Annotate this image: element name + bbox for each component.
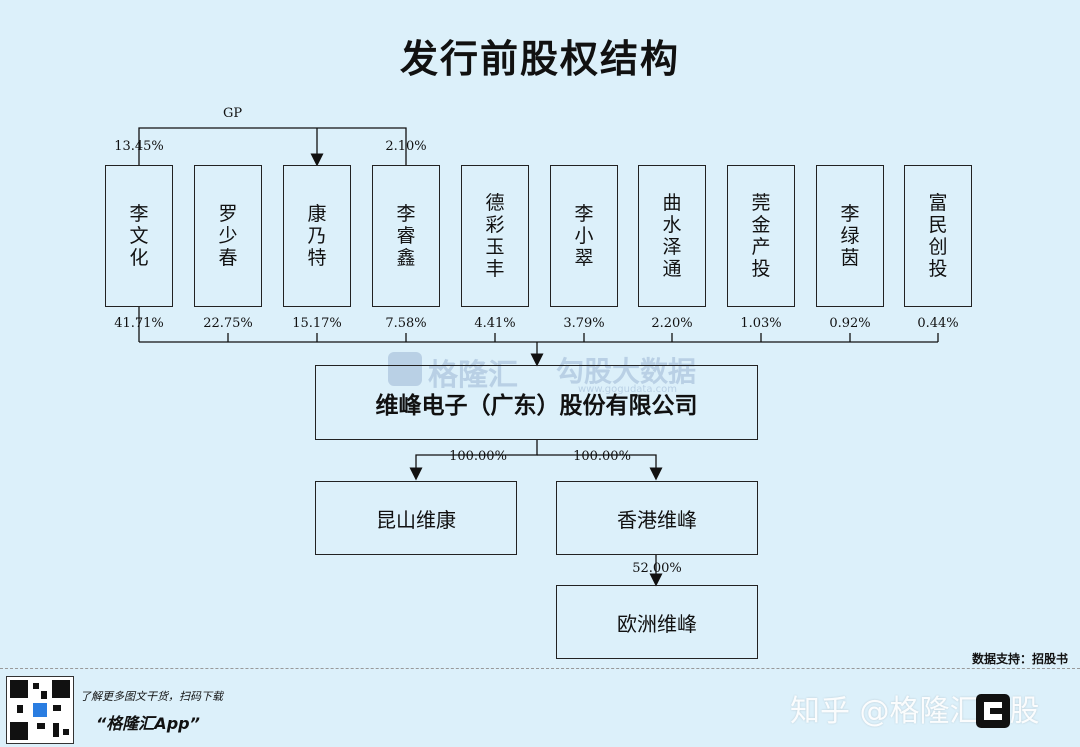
shareholder-name: 曲水泽通 xyxy=(662,192,682,280)
watermark-url: www.gogudata.com xyxy=(578,384,678,395)
shareholder-name: 莞金产投 xyxy=(751,192,771,280)
shareholder-name: 罗少春 xyxy=(218,203,238,269)
subsidiary-name: 昆山维康 xyxy=(376,507,456,532)
shareholder-percent: 7.58% xyxy=(385,316,427,331)
brand-logo-icon xyxy=(976,694,1010,728)
shareholder-percent: 4.41% xyxy=(474,316,516,331)
gp-label: GP xyxy=(223,106,243,121)
shareholder-box: 罗少春 xyxy=(194,165,262,307)
footer-tip: 了解更多图文干货，扫码下载 xyxy=(80,690,223,703)
shareholder-box: 李小翠 xyxy=(550,165,618,307)
subsidiary-box: 昆山维康 xyxy=(315,481,517,555)
shareholder-box: 德彩玉丰 xyxy=(461,165,529,307)
shareholder-percent: 15.17% xyxy=(292,316,342,331)
company-box: 维峰电子（广东）股份有限公司 xyxy=(315,365,758,440)
qr-code-icon xyxy=(6,676,74,744)
footer-app-name: “格隆汇App” xyxy=(96,714,200,733)
shareholder-box: 李睿鑫 xyxy=(372,165,440,307)
page-title: 发行前股权结构 xyxy=(399,37,680,81)
shareholder-percent: 3.79% xyxy=(563,316,605,331)
sub-subsidiary-name: 欧洲维峰 xyxy=(617,611,697,636)
shareholder-name: 富民创投 xyxy=(928,192,948,280)
shareholder-box: 李绿茵 xyxy=(816,165,884,307)
gp-left-percent: 13.45% xyxy=(114,139,164,154)
gp-right-percent: 2.10% xyxy=(385,139,427,154)
watermark-brand-secondary: 勾股大数据 xyxy=(556,355,697,388)
watermark-brand: 格隆汇 xyxy=(428,358,518,393)
shareholder-box: 莞金产投 xyxy=(727,165,795,307)
company-name: 维峰电子（广东）股份有限公司 xyxy=(375,392,698,419)
shareholder-percent: 2.20% xyxy=(651,316,693,331)
shareholder-percent: 22.75% xyxy=(203,316,253,331)
subsidiary-box: 香港维峰 xyxy=(556,481,758,555)
sub-subsidiary-percent: 52.00% xyxy=(632,561,682,576)
shareholder-name: 李睿鑫 xyxy=(396,203,416,269)
shareholder-percent: 0.44% xyxy=(917,316,959,331)
shareholder-box: 富民创投 xyxy=(904,165,972,307)
data-source-note: 数据支持：招股书 xyxy=(971,652,1068,666)
footer-divider xyxy=(0,668,1080,669)
shareholder-name: 李小翠 xyxy=(574,203,594,269)
shareholder-box: 康乃特 xyxy=(283,165,351,307)
shareholder-percent: 41.71% xyxy=(114,316,164,331)
shareholder-percent: 0.92% xyxy=(829,316,871,331)
shareholder-name: 李绿茵 xyxy=(840,203,860,269)
sub-subsidiary-box: 欧洲维峰 xyxy=(556,585,758,659)
subsidiary-percent: 100.00% xyxy=(449,449,507,464)
shareholder-box: 李文化 xyxy=(105,165,173,307)
watermark-logo-icon xyxy=(388,352,422,386)
shareholder-name: 李文化 xyxy=(129,203,149,269)
shareholder-box: 曲水泽通 xyxy=(638,165,706,307)
shareholder-percent: 1.03% xyxy=(740,316,782,331)
subsidiary-name: 香港维峰 xyxy=(617,507,697,532)
subsidiary-percent: 100.00% xyxy=(573,449,631,464)
shareholder-name: 康乃特 xyxy=(307,203,327,269)
shareholder-name: 德彩玉丰 xyxy=(485,192,505,280)
